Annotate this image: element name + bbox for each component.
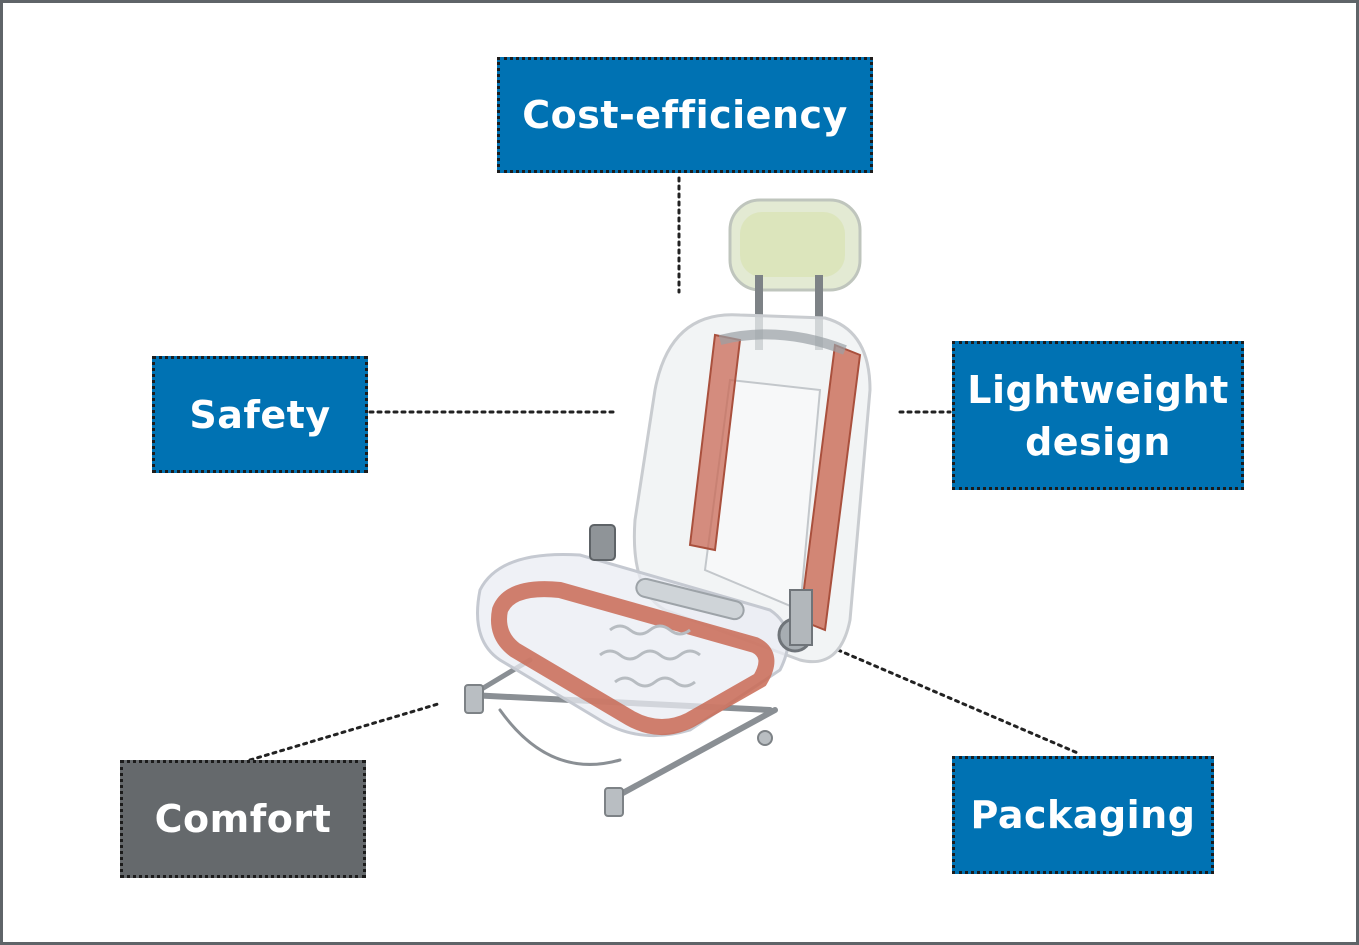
seat-frame <box>491 581 775 736</box>
comfort-box[interactable]: Comfort <box>120 760 366 878</box>
car-seat-illustration <box>464 198 872 817</box>
cost-efficiency-label: Cost-efficiency <box>522 93 848 137</box>
packaging-label: Packaging <box>970 793 1196 837</box>
comfort-label: Comfort <box>154 797 332 841</box>
packaging-box[interactable]: Packaging <box>952 756 1214 874</box>
cost-efficiency-box[interactable]: Cost-efficiency <box>497 57 873 173</box>
lightweight-design-box[interactable]: Lightweight design <box>952 341 1244 490</box>
connector-packaging <box>836 648 1082 756</box>
lightweight-design-label-line1: Lightweight <box>967 367 1229 412</box>
connector-comfort <box>248 702 440 762</box>
safety-label: Safety <box>189 392 331 437</box>
safety-box[interactable]: Safety <box>152 356 368 473</box>
lightweight-design-label-line2: design <box>1025 419 1171 464</box>
